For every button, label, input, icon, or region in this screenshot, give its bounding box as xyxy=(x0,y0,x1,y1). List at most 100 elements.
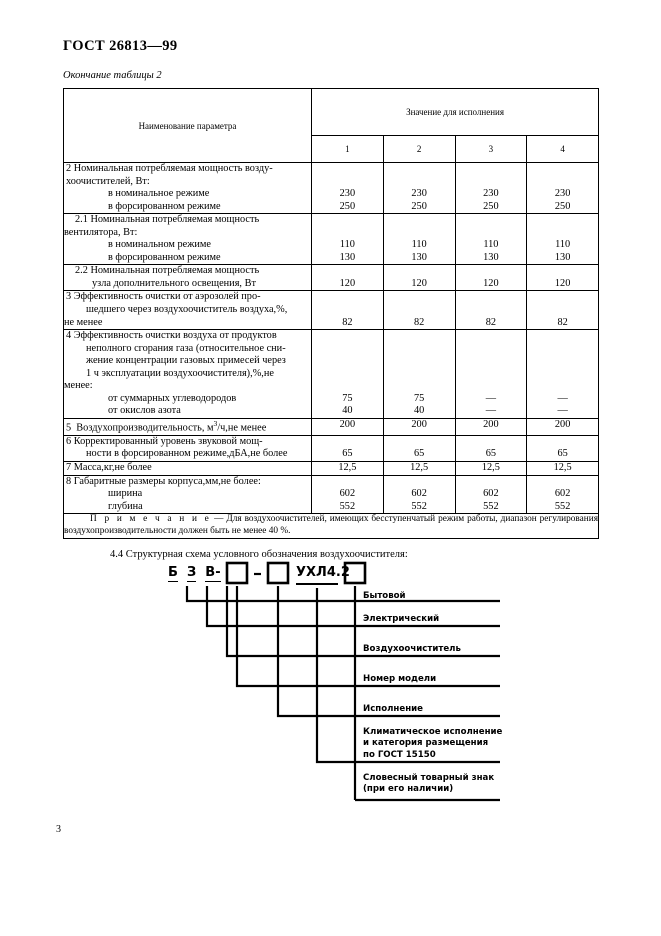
value: 110 xyxy=(339,239,355,251)
value: 120 xyxy=(483,277,499,289)
value: 200 xyxy=(554,418,571,430)
value-cell: X 602 552 xyxy=(311,474,384,515)
callout-climate-line2: и категория размещения xyxy=(363,738,489,749)
value: 250 xyxy=(483,200,499,212)
value: 82 xyxy=(485,316,497,328)
param-line: 5 Воздухопроизводительность, м3/ч,не мен… xyxy=(66,418,267,434)
param-line: 2.2 Номинальная потребляемая мощность xyxy=(75,265,260,277)
value-cell: 12,5 xyxy=(526,461,600,476)
value-cell: X 65 xyxy=(311,434,384,463)
table-row: 6 Корректированный уровень звуковой мощ-… xyxy=(63,434,600,463)
param-line: 4 Эффективность очистки воздуха от проду… xyxy=(66,330,277,342)
value-cell: XXXXX 75 40 xyxy=(311,329,384,419)
value: 110 xyxy=(555,239,571,251)
value: 552 xyxy=(554,500,571,512)
param-line: не менее xyxy=(64,316,103,328)
param-line: 1 ч эксплуатации воздухоочистителя),%,не xyxy=(86,367,274,379)
param-cell: 5 Воздухопроизводительность, м3/ч,не мен… xyxy=(63,417,312,436)
value: 230 xyxy=(411,188,427,200)
table-note: П р и м е ч а н и е — Для воздухоочистит… xyxy=(62,513,600,539)
param-line: 2.1 Номинальная потребляемая мощность xyxy=(75,214,260,226)
callout-label-version: Исполнение xyxy=(363,704,423,714)
value-cell: 12,5 xyxy=(454,461,528,476)
value: 130 xyxy=(411,251,427,263)
param-line: вентилятора, Вт: xyxy=(64,226,138,238)
connector-line-1 xyxy=(185,586,355,603)
standard-number: ГОСТ 26813—99 xyxy=(63,38,178,54)
param-line: 6 Корректированный уровень звуковой мощ- xyxy=(66,435,263,447)
designation-part-v: В- xyxy=(205,565,221,582)
param-line: шедшего через воздухоочиститель воздуха,… xyxy=(86,304,288,316)
value: 200 xyxy=(339,418,356,430)
value: 12,5 xyxy=(553,462,572,473)
table-row: 2.1 Номинальная потребляемая мощность ве… xyxy=(63,213,600,266)
value: — xyxy=(485,405,497,417)
header-col-1: 1 xyxy=(311,135,384,163)
value: 75 xyxy=(413,392,425,404)
table-note-row: П р и м е ч а н и е — Для воздухоочистит… xyxy=(62,513,600,539)
value: 75 xyxy=(342,392,353,404)
note-label: П р и м е ч а н и е xyxy=(90,514,212,525)
value: 130 xyxy=(339,251,356,263)
value: 602 xyxy=(483,488,499,500)
value: 12,5 xyxy=(338,462,357,473)
param-line: 8 Габаритные размеры корпуса,мм,не более… xyxy=(66,475,261,487)
value: 12,5 xyxy=(481,462,500,473)
value-cell: 200 xyxy=(454,417,528,436)
param-subline: глубина xyxy=(108,500,143,512)
param-cell: 2.1 Номинальная потребляемая мощность ве… xyxy=(63,213,312,266)
table-caption: Окончание таблицы 2 xyxy=(63,70,162,81)
value-cell: XX 82 xyxy=(311,290,384,331)
param-cell: 3 Эффективность очистки от аэрозолей про… xyxy=(63,290,312,331)
param-subline: в номинальное режиме xyxy=(108,188,210,200)
param-line: жение концентрации газовых примесей чере… xyxy=(86,355,286,367)
value-cell: X 65 xyxy=(526,434,600,463)
param-line: менее: xyxy=(64,380,93,392)
param-cell: 4 Эффективность очистки воздуха от проду… xyxy=(63,329,312,419)
param-line: 3 Эффективность очистки от аэрозолей про… xyxy=(66,291,261,303)
designation-part-z: З xyxy=(186,565,197,582)
value: 602 xyxy=(554,488,571,500)
header-parameter: Наименование параметра xyxy=(63,88,312,163)
value: 110 xyxy=(483,239,499,251)
value: — xyxy=(557,405,568,417)
value: 250 xyxy=(339,200,356,212)
value: 65 xyxy=(413,448,425,460)
value-cell: XX 82 xyxy=(382,290,456,331)
designation-box-model xyxy=(225,561,249,585)
callout-label-electric: Электрический xyxy=(363,614,440,624)
param-subline: в форсированном режиме xyxy=(108,251,221,263)
value: 82 xyxy=(413,316,425,328)
note-text: — Для воздухоочистителей, имеющих бессту… xyxy=(64,514,599,537)
header-col-2: 2 xyxy=(382,135,456,163)
param-line: неполного сгорания газа (относительное с… xyxy=(86,342,286,354)
value: 120 xyxy=(554,277,571,289)
designation-formula: Б З В- xyxy=(168,565,221,582)
value: 552 xyxy=(483,500,499,512)
value: 552 xyxy=(339,500,356,512)
value: 130 xyxy=(483,251,499,263)
callout-label-model-number: Номер модели xyxy=(363,674,437,684)
value: 82 xyxy=(557,316,568,328)
climate-code: УХЛ4.2 xyxy=(296,565,350,580)
value: 65 xyxy=(485,448,497,460)
designation-box-version xyxy=(266,561,290,585)
value: 602 xyxy=(411,488,427,500)
value-cell: XX 110 130 xyxy=(311,213,384,266)
value-cell: XX 110 130 xyxy=(526,213,600,266)
callout-label-trademark: Словесный товарный знак (при его наличии… xyxy=(363,773,494,796)
callout-label-climate: Климатическое исполнение и категория раз… xyxy=(363,727,502,761)
param-line: ности в форсированном режиме,дБА,не боле… xyxy=(86,448,288,460)
value-cell: XXXXX — — xyxy=(454,329,528,419)
param-cell: 7 Масса,кг,не более xyxy=(63,461,312,476)
value-cell: 12,5 xyxy=(382,461,456,476)
param-line: узла дополнительного освещения, Вт xyxy=(92,277,256,289)
value: — xyxy=(485,392,497,404)
value-cell: X 65 xyxy=(454,434,528,463)
param-cell: 2.2 Номинальная потребляемая мощность уз… xyxy=(63,264,312,292)
callout-trademark-line2: (при его наличии) xyxy=(363,784,454,795)
table-row: 2 Номинальная потребляемая мощность возд… xyxy=(63,161,600,215)
value-cell: XX 110 130 xyxy=(382,213,456,266)
connector-line-6 xyxy=(315,588,355,764)
value: 40 xyxy=(342,405,353,417)
